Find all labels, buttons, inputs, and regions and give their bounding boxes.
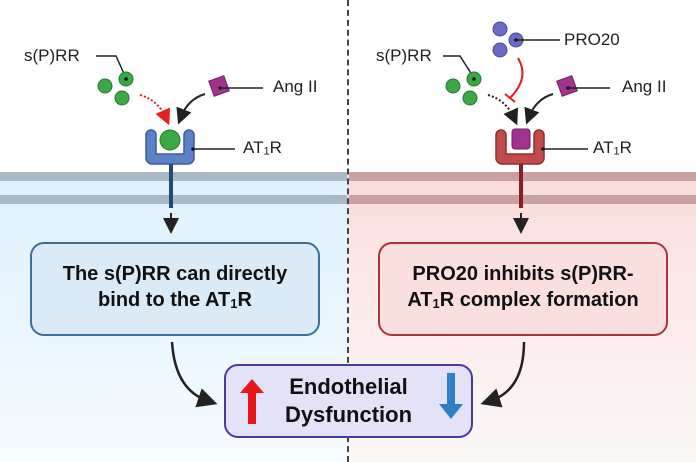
spr-molecule-right-2: [445, 78, 461, 94]
box-left-line2-end: R: [237, 289, 252, 312]
at1r-label-subscript: 1: [613, 145, 620, 158]
box-left-subscript: 1: [230, 295, 238, 311]
spr-molecule-left-2: [97, 78, 113, 94]
box-left-line2-text: bind to the AT: [98, 289, 231, 312]
spr-label-right: s(P)RR: [376, 46, 432, 65]
at1r-label-text: AT: [243, 138, 264, 157]
at1r-label-left: AT1R: [243, 138, 282, 158]
mechanism-box-right: PRO20 inhibits s(P)RR- AT1R complex form…: [378, 242, 668, 336]
spr-bound-left: [159, 129, 181, 151]
spr-label-left: s(P)RR: [24, 46, 80, 65]
pro20-label: PRO20: [564, 30, 620, 49]
at1r-label-right: AT1R: [593, 138, 632, 158]
ang-ii-molecule-right: [556, 75, 578, 97]
box-right-line2-end: R complex formation: [439, 289, 639, 312]
ang-ii-molecule-left: [208, 75, 230, 97]
spr-molecule-left-3: [114, 90, 130, 106]
ang-ii-label-left: Ang II: [273, 77, 318, 96]
outcome-box: Endothelial Dysfunction: [224, 364, 473, 438]
ang-ii-bound-right: [511, 128, 531, 150]
outcome-arrow-right: [480, 341, 526, 408]
spr-binding-arrow-right: [487, 94, 519, 126]
membrane-outer-left: [0, 172, 347, 181]
box-right-subscript: 1: [432, 295, 440, 311]
pro20-inhibition-line: [509, 57, 524, 99]
membrane-inner-left: [0, 195, 347, 204]
ang-ii-label-right: Ang II: [622, 77, 667, 96]
at1r-receptor-left: [145, 129, 195, 165]
box-right-line2-text: AT: [407, 289, 433, 312]
pro20-inhibition-bar: [504, 93, 516, 103]
panel-divider: [347, 0, 349, 462]
outcome-line2: Dysfunction: [284, 402, 413, 427]
outcome-line1: Endothelial: [289, 374, 408, 399]
box-left-line2: bind to the AT1R: [63, 287, 288, 317]
spr-molecule-right-3: [462, 90, 478, 106]
ang-ii-arrow-left: [176, 93, 206, 125]
box-left-line1: The s(P)RR can directly: [62, 263, 288, 286]
at1r-label-subscript: 1: [263, 145, 270, 158]
ang-ii-arrow-right: [524, 93, 554, 125]
box-right-line1: PRO20 inhibits s(P)RR-: [412, 263, 634, 286]
at1r-receptor-right: [495, 129, 545, 165]
spr-leader-line-left: [96, 55, 127, 79]
at1r-label-end: R: [619, 138, 632, 157]
outcome-arrow-left: [170, 341, 218, 408]
at1r-label-end: R: [269, 138, 282, 157]
mechanism-box-left: The s(P)RR can directly bind to the AT1R: [30, 242, 320, 336]
pro20-molecule-1: [492, 21, 508, 37]
at1r-label-text: AT: [593, 138, 614, 157]
box-right-line2: AT1R complex formation: [407, 287, 638, 317]
spr-leader-line-right: [443, 55, 475, 79]
pro20-molecule-3: [492, 42, 508, 58]
spr-binding-arrow-left: [139, 94, 171, 126]
